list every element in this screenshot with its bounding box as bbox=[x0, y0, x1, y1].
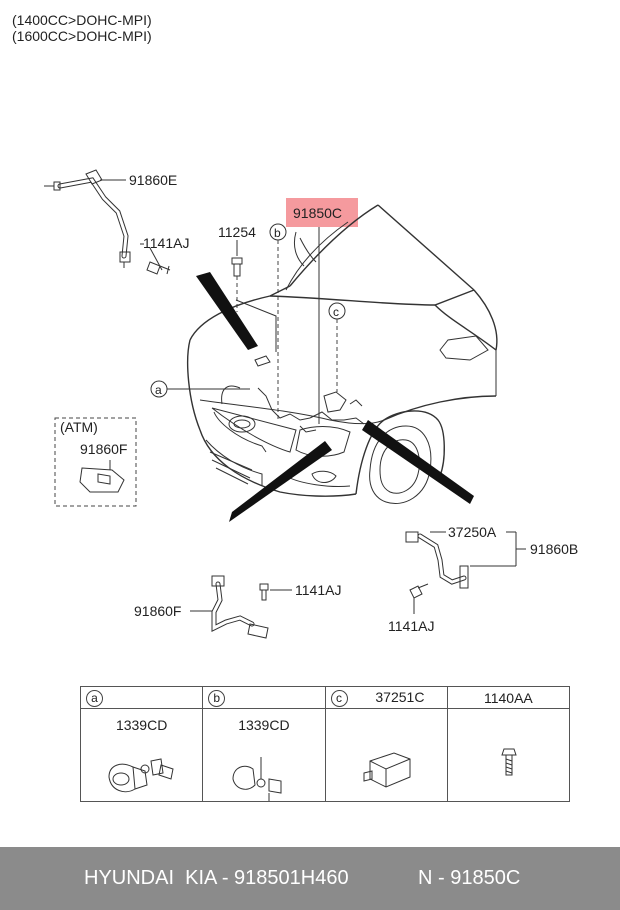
engine-spec-1400: (1400CC>DOHC-MPI) bbox=[12, 12, 152, 28]
bolt-1141aj-top bbox=[140, 243, 171, 275]
callout-1141aj-top: 1141AJ bbox=[143, 235, 189, 251]
callout-c: c bbox=[333, 305, 339, 319]
callout-11254: 11254 bbox=[218, 224, 256, 240]
callout-37250a: 37250A bbox=[448, 524, 497, 540]
pointer-band-right bbox=[362, 420, 474, 504]
callout-a: a bbox=[155, 383, 162, 397]
pointer-band-bottom bbox=[229, 441, 332, 522]
callout-91850c: 91850C bbox=[293, 205, 342, 221]
highlight-box bbox=[286, 198, 358, 227]
table-cell-a: 1339CD bbox=[79, 708, 204, 802]
table-header-a: a bbox=[79, 686, 204, 709]
vehicle-front-illustration bbox=[186, 204, 498, 504]
battery-cable-91860b bbox=[405, 531, 526, 614]
footer-brand: HYUNDAI KIA - 918501H460 bbox=[84, 867, 349, 889]
callout-91860f-atm: 91860F bbox=[80, 441, 127, 457]
callout-91860f-bottom: 91860F bbox=[134, 603, 181, 619]
battery-cable-91860e bbox=[44, 169, 131, 268]
bolt-1141aj-middle bbox=[259, 583, 292, 601]
bolt-icon bbox=[501, 748, 517, 776]
engine-spec-1600: (1600CC>DOHC-MPI) bbox=[12, 28, 152, 44]
table-cell-1140aa bbox=[446, 708, 571, 802]
letter-marker-c bbox=[328, 302, 346, 392]
terminal-cover-icon bbox=[363, 752, 410, 788]
bolt-11254 bbox=[231, 240, 243, 312]
table-cell-b: 1339CD bbox=[202, 708, 326, 802]
atm-cable-91860f bbox=[79, 460, 125, 493]
table-header-c: c 37251C bbox=[324, 686, 448, 709]
table-header-b: b bbox=[202, 686, 326, 709]
connector-icon bbox=[108, 758, 174, 793]
atm-box bbox=[54, 417, 137, 507]
parts-diagram: .ln { fill: none; stroke: #333; stroke-w… bbox=[44, 169, 578, 639]
table-cell-c bbox=[324, 708, 448, 802]
footer-part-number: N - 91850C bbox=[418, 867, 521, 889]
pointer-band-left bbox=[196, 272, 258, 350]
letter-marker-b bbox=[269, 223, 287, 420]
cell-code-b: 1339CD bbox=[238, 717, 290, 733]
callout-1141aj-right: 1141AJ bbox=[388, 618, 434, 634]
table-header-1140aa: 1140AA bbox=[446, 686, 571, 709]
callout-91860e: 91860E bbox=[129, 172, 177, 188]
battery-cable-91860f bbox=[190, 575, 269, 639]
callout-atm: (ATM) bbox=[60, 419, 98, 435]
connector-clip-icon bbox=[232, 757, 282, 801]
callout-91860b: 91860B bbox=[530, 541, 578, 557]
callout-1141aj-middle: 1141AJ bbox=[295, 582, 341, 598]
parts-table: a b c 37251C 1140AA 1339CD 1 bbox=[79, 686, 571, 802]
letter-marker-a bbox=[150, 380, 250, 398]
cell-code-a: 1339CD bbox=[115, 717, 168, 733]
footer-bar: HYUNDAI KIA - 918501H460 N - 91850C bbox=[0, 847, 620, 910]
callout-b: b bbox=[274, 226, 281, 240]
